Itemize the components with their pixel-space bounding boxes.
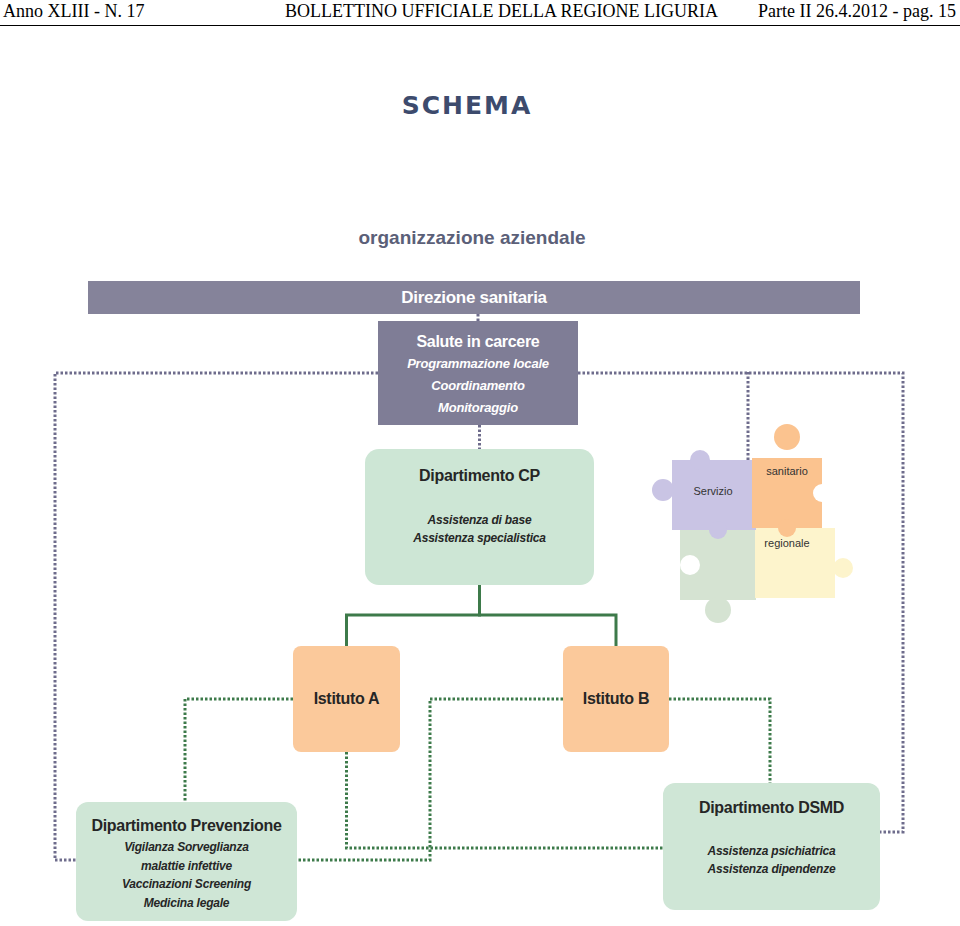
connector — [578, 373, 903, 832]
department-box: Dipartimento DSMD Assistenza psichiatrica… — [663, 783, 880, 910]
institute-box: Istituto B — [563, 646, 669, 752]
box-body-text: Vaccinazioni Screening — [122, 875, 251, 894]
puzzle-illustration — [652, 424, 853, 623]
header-text: Anno XLIII - N. 17 — [3, 1, 144, 22]
box-body-text: Monitoraggio — [438, 397, 518, 419]
connector — [477, 314, 480, 321]
box-heading: Dipartimento DSMD — [699, 797, 844, 819]
header-band: Direzione sanitaria — [88, 281, 860, 314]
page-title: SCHEMA — [357, 91, 577, 120]
puzzle-label: Servizio — [673, 485, 753, 497]
connector — [347, 585, 480, 646]
box-body-text: Coordinamento — [431, 375, 524, 397]
connector — [669, 699, 770, 783]
diagram-subtitle: organizzazione aziendale — [312, 227, 632, 249]
institute-box: Istituto A — [293, 646, 400, 752]
box-heading: Dipartimento Prevenzione — [91, 815, 281, 837]
box-heading: Istituto A — [314, 688, 380, 710]
box-body-text: Assistenza specialistica — [413, 529, 546, 547]
puzzle-label: sanitario — [747, 465, 827, 477]
box-body-text: Assistenza psichiatrica — [707, 842, 835, 860]
box-body-text: Programmazione locale — [407, 353, 549, 375]
department-box: Dipartimento PrevenzioneVigilanza Sorveg… — [76, 802, 297, 921]
box-body-text: Assistenza di base — [428, 511, 532, 529]
box-heading: Istituto B — [583, 688, 649, 710]
department-box: Dipartimento CP Assistenza di baseAssiste… — [365, 449, 594, 585]
header-rule — [0, 25, 960, 26]
box-body-text: Vigilanza Sorveglianza — [124, 838, 249, 857]
puzzle-label: regionale — [747, 537, 827, 549]
connector — [185, 699, 293, 802]
process-box: Salute in carcereProgrammazione localeCo… — [378, 321, 578, 425]
box-heading: Salute in carcere — [417, 331, 540, 353]
box-body-text: Assistenza dipendenze — [708, 860, 836, 878]
box-heading: Dipartimento CP — [419, 465, 540, 487]
connector — [478, 425, 481, 449]
box-body-text: malattie infettive — [141, 857, 232, 876]
header-text: Parte II 26.4.2012 - pag. 15 — [758, 1, 956, 22]
box-body-text: Medicina legale — [144, 894, 230, 913]
connector — [55, 373, 378, 860]
connector — [480, 585, 617, 646]
header-text: BOLLETTINO UFFICIALE DELLA REGIONE LIGUR… — [285, 1, 718, 22]
puzzle-leader — [747, 372, 750, 460]
connector — [347, 752, 664, 848]
box-heading: Direzione sanitaria — [401, 287, 546, 309]
